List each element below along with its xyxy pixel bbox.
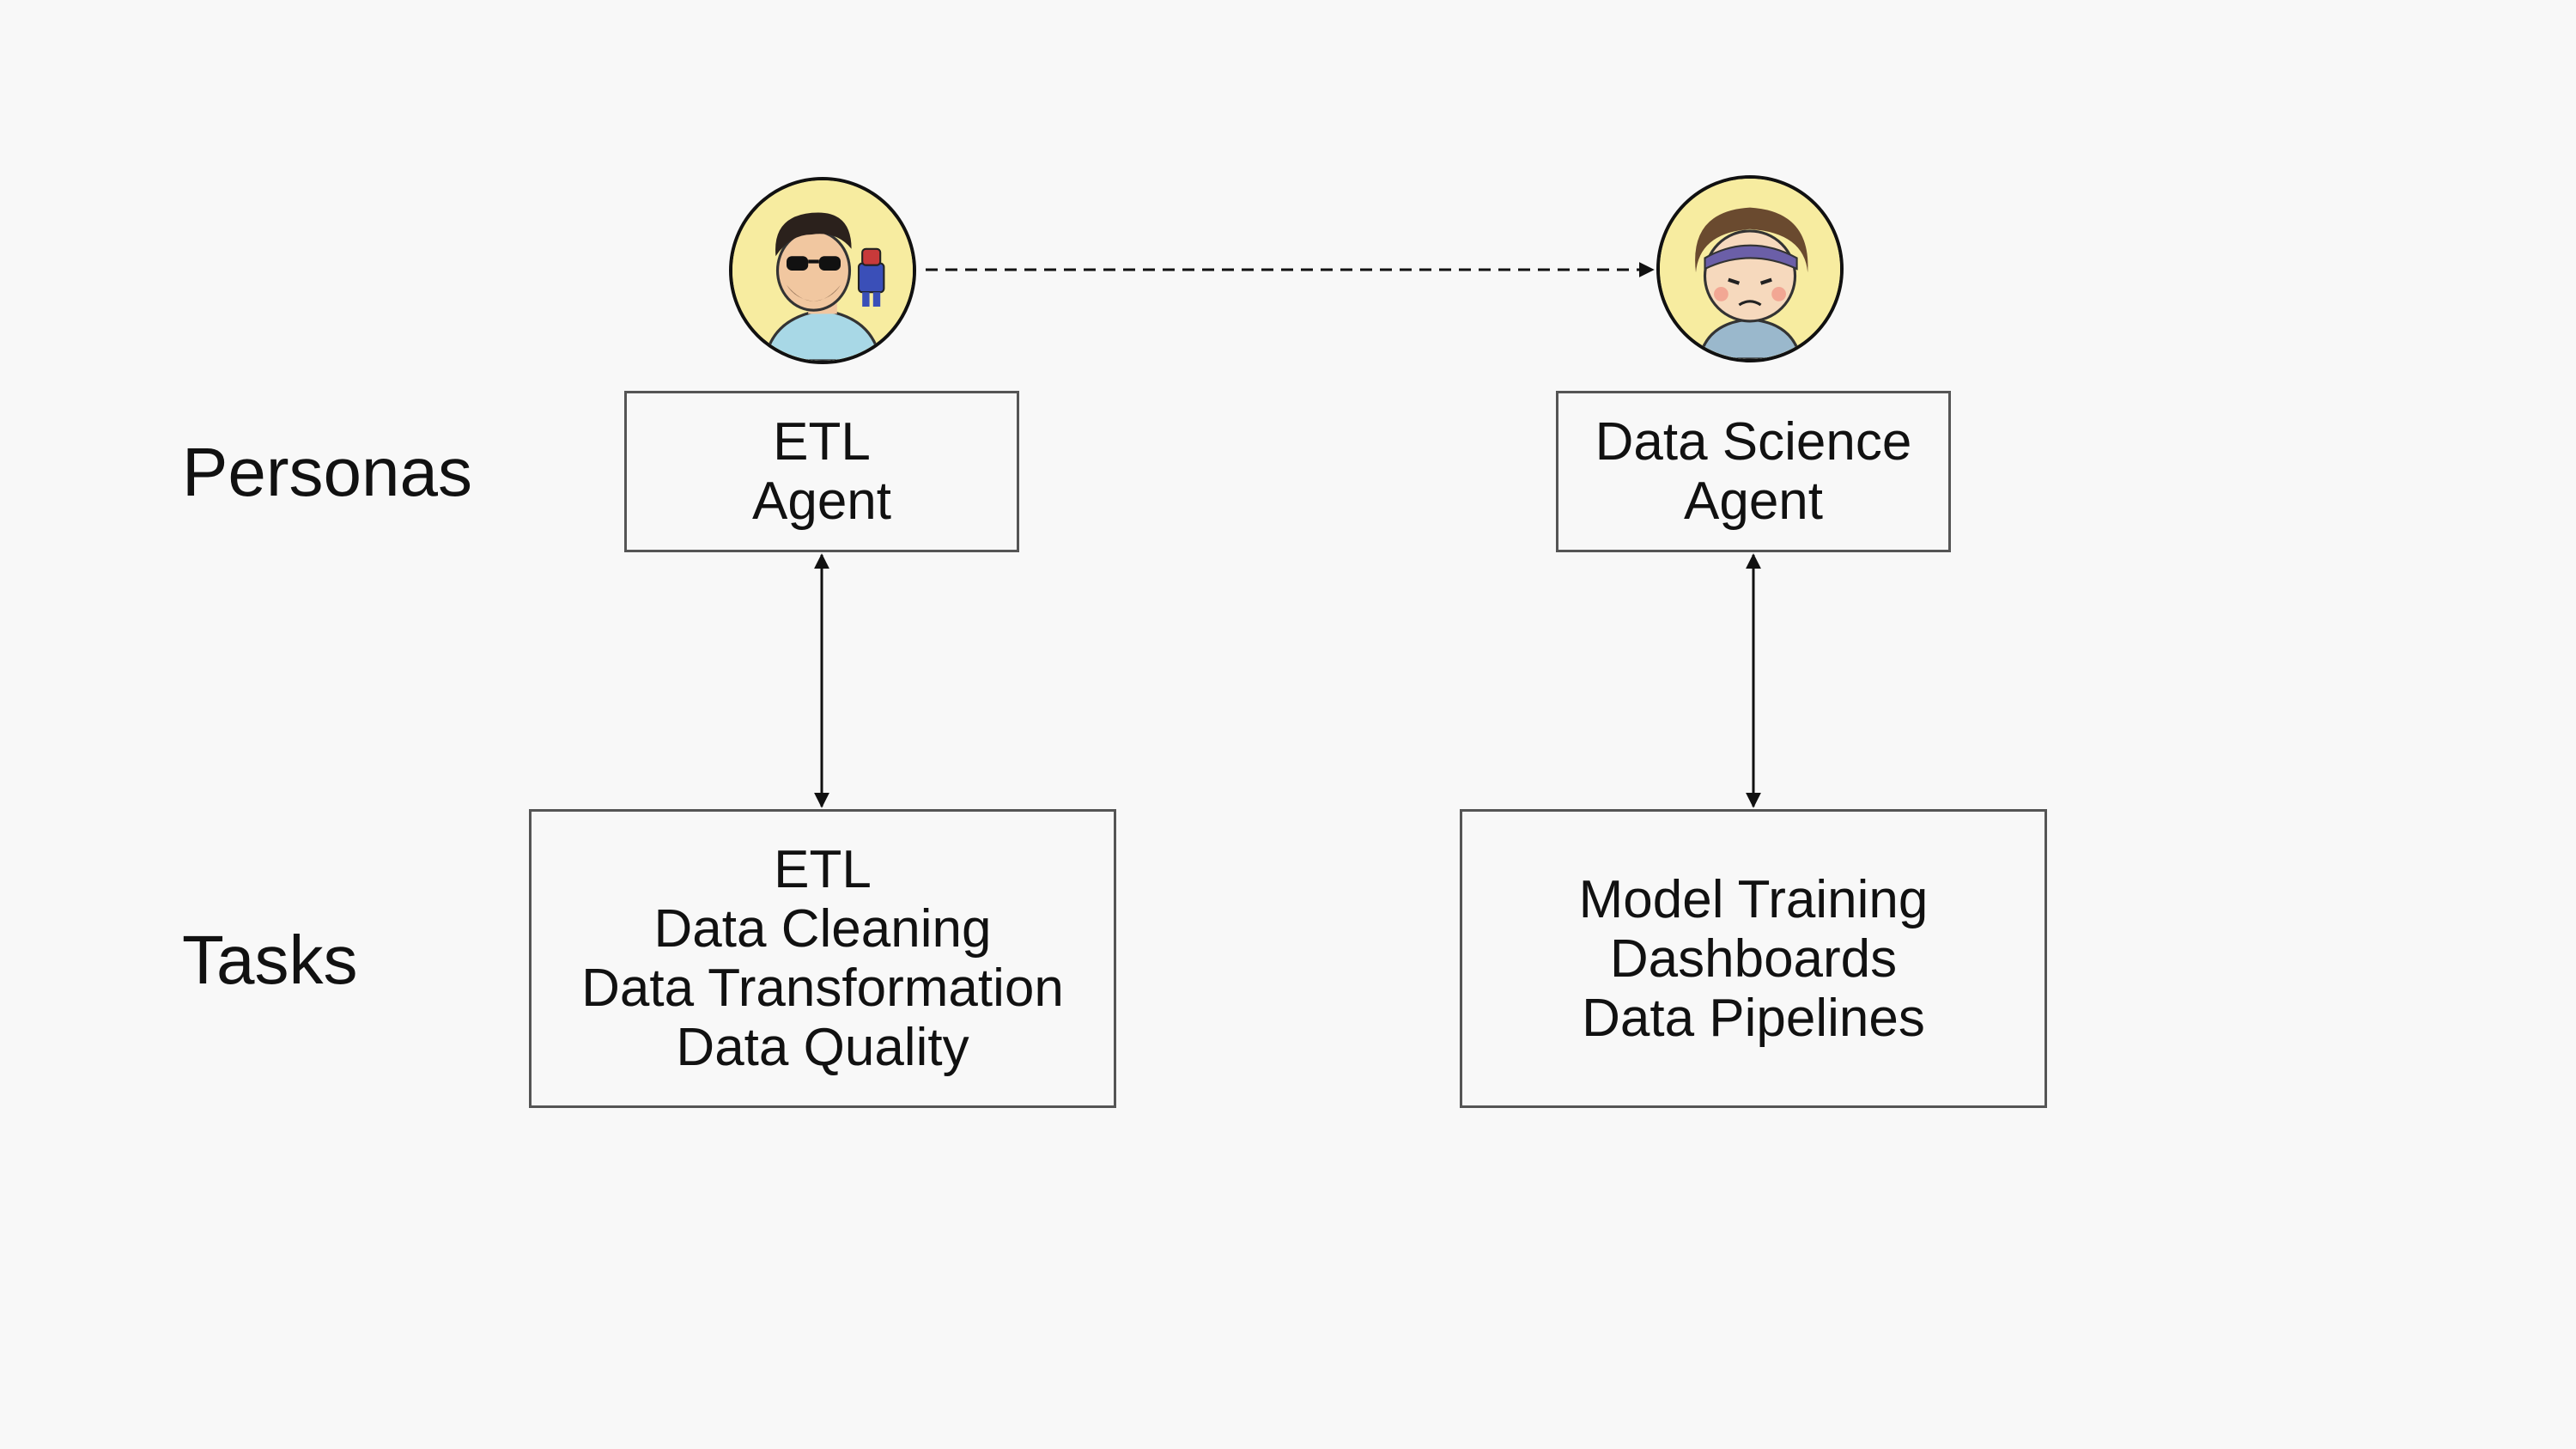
data-science-agent-line-1: Data Science <box>1595 412 1912 472</box>
etl-agent-box: ETL Agent <box>624 391 1019 552</box>
data-science-agent-line-2: Agent <box>1683 472 1824 531</box>
bearded-man-sunglasses-avatar-icon <box>732 180 913 361</box>
etl-agent-avatar <box>729 177 916 364</box>
etl-tasks-box: ETL Data Cleaning Data Transformation Da… <box>529 809 1116 1108</box>
tasks-row-label: Tasks <box>182 922 358 998</box>
personas-row-label: Personas <box>182 434 472 510</box>
headband-person-avatar-icon <box>1660 179 1840 359</box>
data-science-task-item: Dashboards <box>1609 928 1898 989</box>
etl-task-item: Data Cleaning <box>653 899 992 959</box>
data-science-agent-box: Data Science Agent <box>1556 391 1951 552</box>
data-science-agent-avatar <box>1656 175 1844 362</box>
etl-agent-line-2: Agent <box>751 472 892 531</box>
etl-task-item: ETL <box>774 840 872 899</box>
data-science-tasks-box: Model Training Dashboards Data Pipelines <box>1460 809 2047 1108</box>
data-science-task-item: Model Training <box>1578 869 1929 929</box>
etl-agent-line-1: ETL <box>773 412 871 472</box>
etl-task-item: Data Transformation <box>581 959 1064 1018</box>
etl-task-item: Data Quality <box>676 1018 969 1077</box>
data-science-task-item: Data Pipelines <box>1582 988 1925 1048</box>
